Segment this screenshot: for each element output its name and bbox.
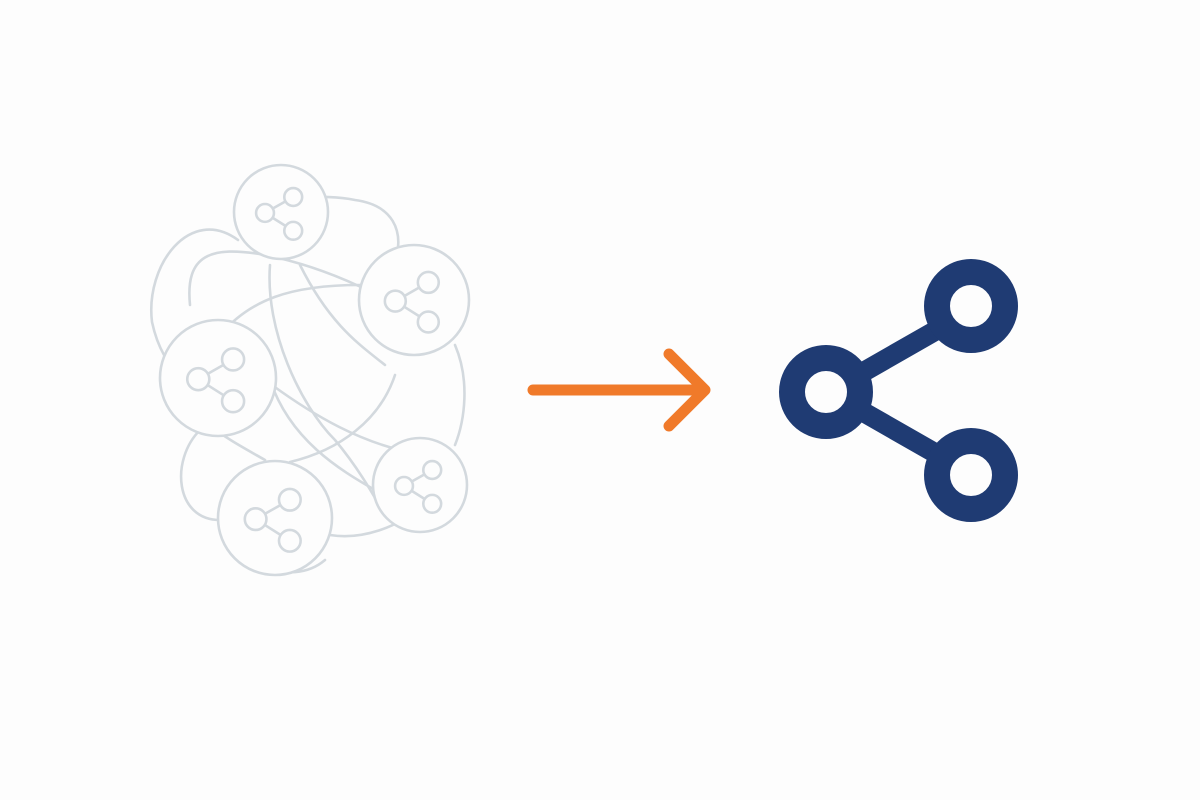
- network-loop: [268, 263, 384, 512]
- share-icon-link: [271, 216, 287, 228]
- share-icon-link: [403, 286, 420, 298]
- network-node: [232, 163, 330, 261]
- share-icon-link: [410, 489, 426, 501]
- network-node-circle: [371, 436, 469, 534]
- share-icon: [243, 487, 302, 553]
- share-icon-node: [416, 310, 441, 334]
- share-icon-node: [254, 202, 276, 224]
- network-node-circle: [232, 163, 330, 261]
- share-icon-link-upper: [848, 321, 945, 385]
- share-icon-node: [421, 493, 443, 515]
- share-icon-link: [403, 305, 421, 318]
- share-icon-link: [272, 200, 287, 210]
- share-icon-node: [220, 347, 246, 372]
- network-node: [357, 243, 471, 357]
- share-icon: [383, 270, 441, 334]
- share-icon-link: [207, 363, 225, 375]
- network-node: [216, 459, 334, 577]
- share-icon: [185, 347, 246, 414]
- share-icon-node: [185, 366, 211, 392]
- share-icon-node: [277, 487, 302, 512]
- network-node-circle: [158, 318, 278, 438]
- network-loop: [268, 378, 377, 492]
- share-icon-node: [383, 289, 408, 313]
- network-node-circle: [216, 459, 334, 577]
- share-icon: [254, 186, 304, 242]
- share-icon-node: [243, 507, 268, 532]
- network-loop: [298, 263, 387, 367]
- network-loop: [270, 383, 402, 452]
- network-node: [158, 318, 278, 438]
- share-icon-node: [282, 186, 304, 208]
- network-node-circle: [357, 243, 471, 357]
- share-icon-node: [421, 459, 443, 481]
- network-nodes: [158, 163, 471, 577]
- network-node: [371, 436, 469, 534]
- right-arrow-icon: [527, 348, 711, 432]
- share-icon: [393, 459, 443, 515]
- share-icon[interactable]: [779, 259, 1018, 522]
- network-loop: [453, 343, 466, 447]
- share-icon-node-top: [924, 259, 1018, 353]
- share-icon-link: [411, 473, 426, 483]
- share-icon-node-bottom: [924, 428, 1018, 522]
- share-icon-node-middle: [779, 345, 873, 439]
- share-icon-node: [220, 388, 246, 414]
- share-icon-link: [264, 523, 282, 537]
- network-loop: [288, 373, 397, 464]
- share-icon-link: [264, 503, 282, 515]
- share-icon-link: [206, 383, 225, 397]
- network-loop: [179, 428, 222, 522]
- share-icon-node: [277, 528, 302, 553]
- share-icon-link-lower: [848, 399, 945, 463]
- share-icon-node: [282, 220, 304, 242]
- share-icon-node: [393, 475, 415, 497]
- arrow-head: [663, 348, 711, 432]
- share-icon-node: [416, 270, 441, 295]
